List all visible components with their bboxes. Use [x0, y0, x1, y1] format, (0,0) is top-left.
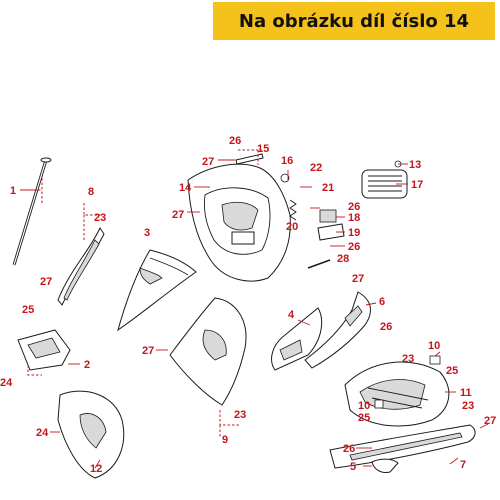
- label-26c: 26: [348, 241, 360, 253]
- label-27c: 27: [40, 276, 52, 288]
- label-27f: 27: [484, 415, 496, 427]
- label-25c: 25: [358, 412, 370, 424]
- label-17: 17: [411, 179, 423, 191]
- leader-lines: [20, 149, 489, 469]
- part-4-side-panel: [271, 307, 323, 371]
- part-15-bar: [235, 153, 264, 165]
- label-19: 19: [348, 227, 360, 239]
- part-3-cover: [117, 249, 197, 332]
- label-26a: 26: [229, 135, 241, 147]
- part-7-lower-strip: [329, 424, 476, 469]
- label-6: 6: [379, 296, 385, 308]
- label-28: 28: [337, 253, 349, 265]
- label-22: 22: [310, 162, 322, 174]
- label-26e: 26: [343, 443, 355, 455]
- label-11: 11: [460, 387, 472, 399]
- label-5: 5: [350, 461, 356, 473]
- label-23d: 23: [462, 400, 474, 412]
- part-14-inner-shield: [187, 163, 291, 282]
- part-2-bracket: [17, 329, 71, 371]
- label-24a: 24: [0, 377, 13, 389]
- label-10b: 10: [358, 400, 370, 412]
- label-23a: 23: [94, 212, 106, 224]
- label-12: 12: [90, 463, 102, 475]
- part-labels: 1 2 3 4 5 6 7 8 9 10 10 11 12 13 14 15 1…: [0, 135, 496, 475]
- part-28-rod: [307, 259, 331, 269]
- part-6-side-cover: [304, 291, 371, 369]
- label-7: 7: [460, 459, 466, 471]
- part-11-floor-board: [344, 361, 450, 427]
- part-20-spring: [289, 199, 297, 221]
- part-19-bracket: [317, 223, 345, 241]
- label-25b: 25: [446, 365, 458, 377]
- part-1-rod: [12, 157, 52, 266]
- part-8-left-strip: [57, 226, 105, 306]
- label-27d: 27: [142, 345, 154, 357]
- part-12-front-cover: [57, 390, 125, 479]
- part-17-grille: [361, 169, 408, 199]
- label-3: 3: [144, 227, 150, 239]
- part-9-lower-cover: [169, 297, 247, 406]
- label-10a: 10: [428, 340, 440, 352]
- label-18: 18: [348, 212, 360, 224]
- label-20: 20: [286, 221, 298, 233]
- label-21: 21: [322, 182, 334, 194]
- part-number-banner: Na obrázku díl číslo 14: [213, 2, 495, 40]
- label-14: 14: [179, 182, 192, 194]
- part-5-bracket: [371, 458, 399, 473]
- part-16-screw: [280, 173, 290, 183]
- label-27a: 27: [202, 156, 214, 168]
- label-4: 4: [288, 309, 295, 321]
- label-26d: 26: [380, 321, 392, 333]
- label-23c: 23: [402, 353, 414, 365]
- banner-text: Na obrázku díl číslo 14: [238, 10, 470, 32]
- label-9: 9: [222, 434, 228, 446]
- label-25a: 25: [22, 304, 34, 316]
- label-13: 13: [409, 159, 421, 171]
- label-2: 2: [84, 359, 90, 371]
- label-1: 1: [10, 185, 16, 197]
- label-15: 15: [257, 143, 269, 155]
- label-27e: 27: [352, 273, 364, 285]
- label-16: 16: [281, 155, 293, 167]
- label-27b: 27: [172, 209, 184, 221]
- label-23b: 23: [234, 409, 246, 421]
- part-18-clip: [319, 209, 337, 223]
- label-8: 8: [88, 186, 94, 198]
- label-24b: 24: [36, 427, 49, 439]
- label-26b: 26: [348, 201, 360, 213]
